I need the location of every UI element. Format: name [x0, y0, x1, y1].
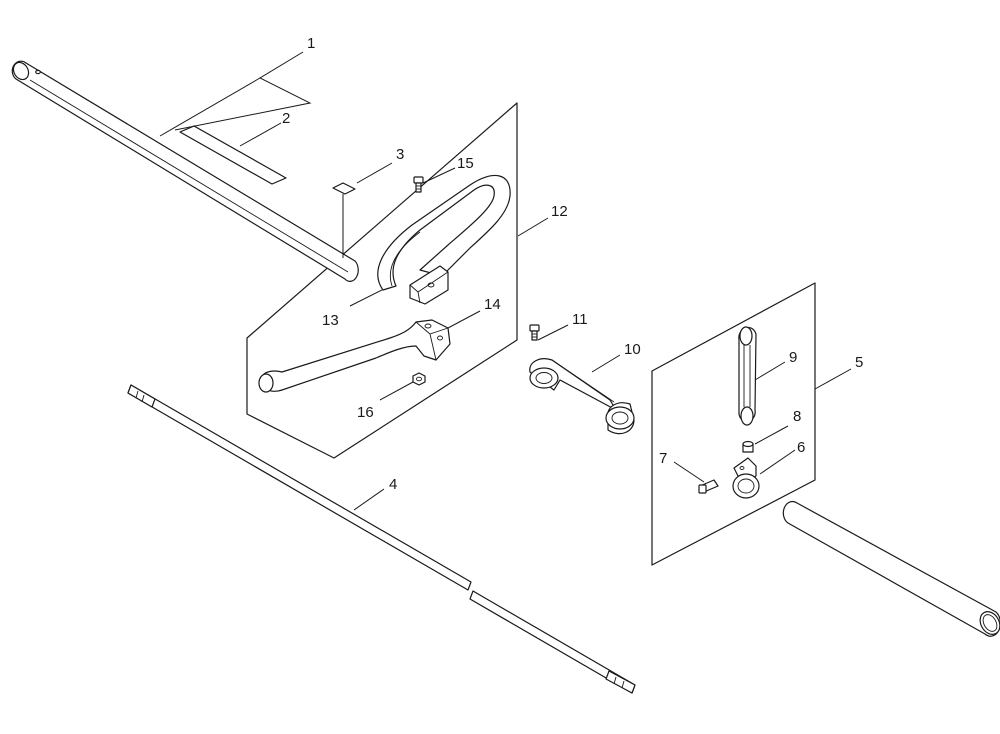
hanger-assembly-panel: [651, 282, 816, 566]
leader-lines: [159, 51, 852, 511]
spacer-collar: [742, 440, 754, 453]
callout-1: 1: [307, 35, 315, 52]
callout-9: 9: [789, 349, 797, 366]
handle-bracket: [529, 358, 635, 435]
main-tube: [11, 60, 359, 282]
callout-4: 4: [389, 476, 397, 493]
callout-10: 10: [624, 341, 641, 358]
callout-8: 8: [793, 408, 801, 425]
callout-7: 7: [659, 450, 667, 467]
hex-nut: [412, 372, 426, 386]
handle-grip: [258, 319, 451, 393]
callout-2: 2: [282, 110, 290, 127]
callout-11: 11: [572, 311, 588, 328]
hanger-strap: [738, 326, 757, 426]
callout-15: 15: [457, 155, 474, 172]
callout-12: 12: [551, 203, 568, 220]
hanger-clamp: [732, 457, 760, 499]
handle-assembly-panel: [246, 102, 518, 459]
callout-5: 5: [855, 354, 863, 371]
decal-label: [179, 125, 287, 185]
small-label: [332, 182, 356, 258]
callout-6: 6: [797, 439, 805, 456]
clamp-bolt: [698, 479, 719, 494]
callout-16: 16: [357, 404, 374, 421]
drive-shaft: [127, 384, 636, 694]
callout-14: 14: [484, 296, 501, 313]
callout-labels: 1 2 3 4 5 6 7 8 9 10 11 12 13 14 15 16: [282, 35, 863, 493]
bracket-screw: [529, 324, 540, 341]
callout-3: 3: [396, 146, 404, 163]
handle-screw: [413, 176, 424, 193]
shaft-tube: [782, 500, 1000, 637]
loop-handle: [377, 174, 511, 305]
callout-13: 13: [322, 312, 339, 329]
